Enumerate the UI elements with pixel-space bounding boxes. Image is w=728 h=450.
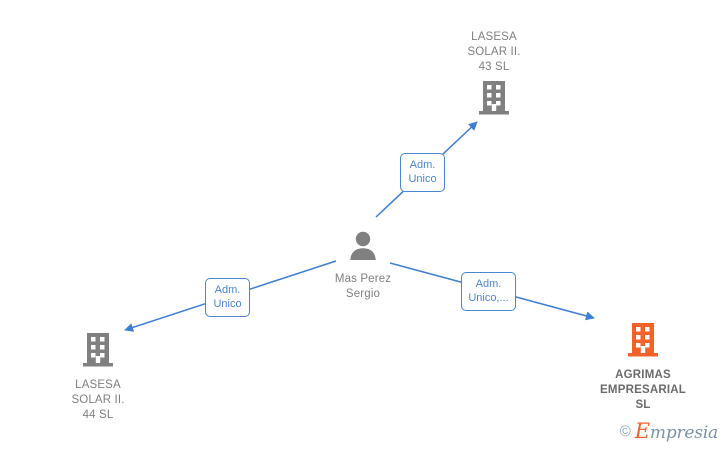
- building-icon: [477, 80, 511, 121]
- person-icon: [346, 230, 380, 267]
- edge-label-person-to-lasesa44[interactable]: Adm. Unico: [205, 278, 250, 317]
- node-label: Mas Perez Sergio: [334, 273, 392, 300]
- building-icon: [626, 322, 660, 363]
- copyright-icon: ©: [619, 423, 631, 440]
- edge-label-person-to-lasesa43[interactable]: Adm. Unico: [400, 153, 445, 192]
- node-label: LASESA SOLAR II. 43 SL: [467, 31, 521, 73]
- building-icon: [81, 332, 115, 373]
- empresia-watermark: © Empresia: [620, 421, 718, 442]
- node-label: AGRIMAS EMPRESARIAL SL: [600, 369, 686, 411]
- brand-initial: E: [634, 419, 650, 443]
- brand-rest: mpresia: [649, 423, 718, 443]
- edge-label-person-to-agrimas[interactable]: Adm. Unico,...: [461, 272, 516, 311]
- node-lasesa-solar-43[interactable]: LASESA SOLAR II. 43 SL: [434, 30, 554, 121]
- node-label: LASESA SOLAR II. 44 SL: [71, 379, 125, 421]
- node-lasesa-solar-44[interactable]: LASESA SOLAR II. 44 SL: [38, 332, 158, 423]
- node-person-mas-perez-sergio[interactable]: Mas Perez Sergio: [303, 230, 423, 302]
- brand-name: Empresia: [635, 421, 718, 442]
- node-agrimas-empresarial[interactable]: AGRIMAS EMPRESARIAL SL: [568, 322, 718, 413]
